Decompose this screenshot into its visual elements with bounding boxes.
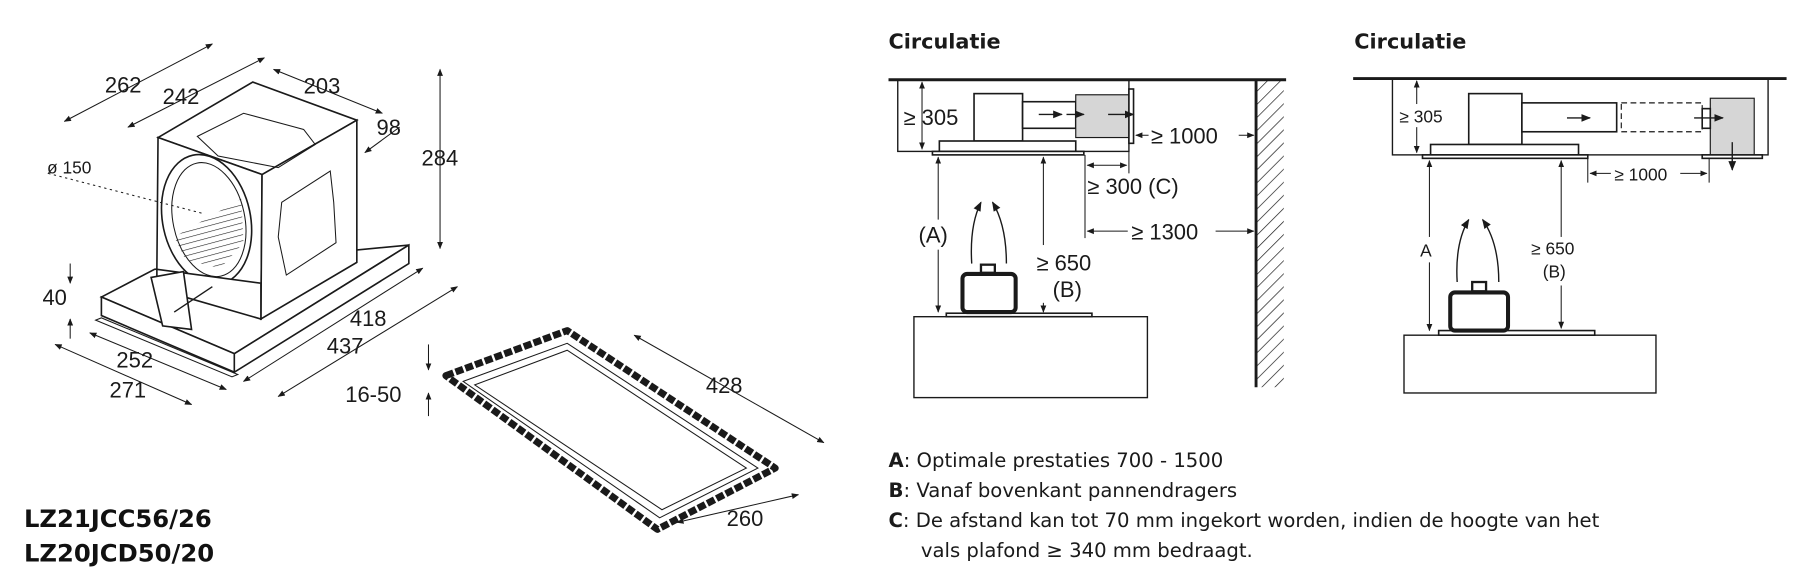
circulation-diagram-ceiling: Circulatie ≥ 305 ≥ xyxy=(1353,30,1787,394)
legend: A: Optimale prestaties 700 - 1500 B: Van… xyxy=(889,449,1600,562)
dim-1000: ≥ 1000 xyxy=(1614,164,1667,184)
legend-key: B xyxy=(889,479,904,502)
dim-252: 252 xyxy=(116,348,153,373)
fan-grille xyxy=(174,198,244,269)
legend-item-a: A: Optimale prestaties 700 - 1500 xyxy=(889,449,1224,472)
dim-305: ≥ 305 xyxy=(904,105,959,130)
dim-428: 428 xyxy=(706,373,743,398)
legend-key: A xyxy=(889,449,905,472)
label-a: A xyxy=(1420,241,1432,261)
circulation-diagram-wall: Circulatie xyxy=(888,30,1287,399)
duct-extension xyxy=(1620,102,1703,133)
dim-271: 271 xyxy=(109,378,146,403)
glass-plate xyxy=(931,150,1085,156)
hob xyxy=(945,312,1093,318)
legend-text: : Optimale prestaties 700 - 1500 xyxy=(904,449,1224,472)
filter-box xyxy=(1075,94,1130,139)
legend-key: C xyxy=(889,509,903,532)
label-a: (A) xyxy=(919,223,948,248)
dim-305: ≥ 305 xyxy=(1399,107,1442,127)
hob xyxy=(1437,329,1596,336)
dim-284: 284 xyxy=(422,145,459,170)
dim-650: ≥ 650 xyxy=(1531,238,1574,258)
filter-panel xyxy=(442,327,779,533)
dim-418: 418 xyxy=(350,306,387,331)
model-number-2: LZ20JCD50/20 xyxy=(24,539,214,568)
dim-650: ≥ 650 xyxy=(1036,250,1091,275)
dim-1000: ≥ 1000 xyxy=(1151,123,1218,148)
dim-40: 40 xyxy=(42,285,66,310)
legend-text: : Vanaf bovenkant pannendragers xyxy=(903,479,1237,502)
dim-300-c: ≥ 300 (C) xyxy=(1087,174,1178,199)
dimension-lines-left xyxy=(48,43,825,524)
dim-98: 98 xyxy=(376,115,400,140)
model-number-1: LZ21JCC56/26 xyxy=(24,504,212,533)
glass-plate xyxy=(1421,154,1589,160)
motor-box xyxy=(1467,92,1523,146)
dim-diameter: ø 150 xyxy=(47,157,91,177)
pot-icon xyxy=(1448,280,1511,333)
motor-box xyxy=(973,92,1024,142)
legend-item-b: B: Vanaf bovenkant pannendragers xyxy=(889,479,1238,502)
model-numbers: LZ21JCC56/26 LZ20JCD50/20 xyxy=(24,504,214,568)
diagram-title: Circulatie xyxy=(1354,30,1466,54)
steam-arrows-icon xyxy=(1456,218,1500,283)
canopy xyxy=(1429,143,1580,156)
legend-text: : De afstand kan tot 70 mm ingekort word… xyxy=(903,509,1600,532)
mount-bracket xyxy=(150,270,193,331)
canopy xyxy=(938,140,1077,153)
legend-item-c: C: De afstand kan tot 70 mm ingekort wor… xyxy=(889,509,1600,532)
diagram-title: Circulatie xyxy=(889,30,1001,54)
counter xyxy=(1403,334,1657,394)
legend-item-c-continuation: vals plafond ≥ 340 mm bedraagt. xyxy=(921,539,1253,562)
dim-437: 437 xyxy=(327,334,364,359)
dim-203: 203 xyxy=(304,74,341,99)
wall-hatch xyxy=(1256,79,1284,388)
dim-260: 260 xyxy=(727,506,764,531)
dimension-labels-left: 262 242 203 98 284 ø 150 40 252 271 418 … xyxy=(42,72,763,530)
dim-242: 242 xyxy=(163,84,200,109)
label-b: (B) xyxy=(1543,261,1566,281)
hood-unit-isometric xyxy=(94,81,410,378)
dim-262: 262 xyxy=(105,72,142,97)
counter xyxy=(913,316,1149,399)
pot-icon xyxy=(960,263,1018,315)
label-b: (B) xyxy=(1053,277,1082,302)
steam-arrows-icon xyxy=(970,201,1008,264)
dim-1300: ≥ 1300 xyxy=(1131,219,1198,244)
dim-16-50: 16-50 xyxy=(345,382,401,407)
